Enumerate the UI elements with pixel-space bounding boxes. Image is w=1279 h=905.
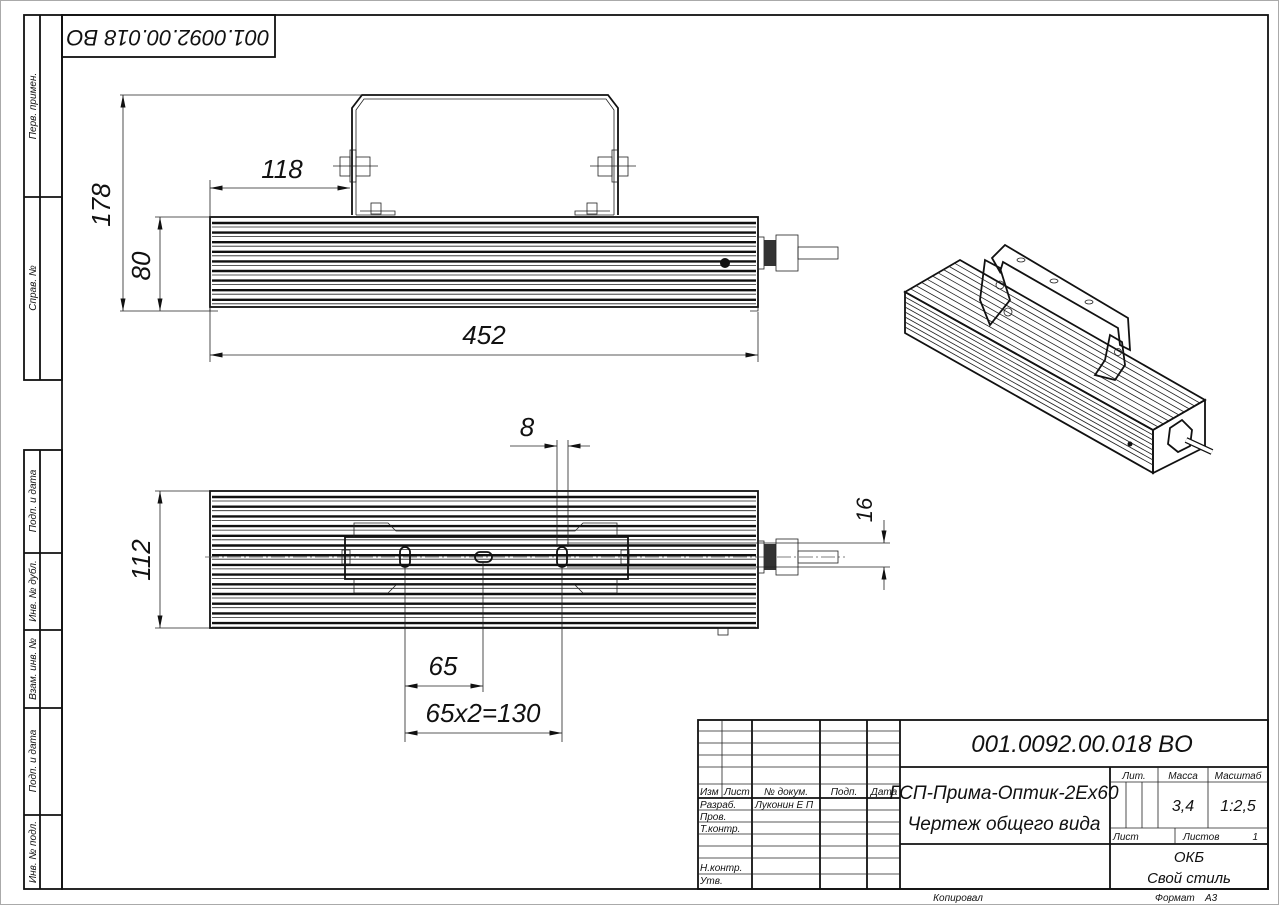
drawing-type: Чертеж общего вида: [907, 814, 1100, 835]
ground-screw: [720, 258, 730, 268]
dim-118: 118: [261, 154, 303, 184]
rotated-code-text: 001.0092.00.018 BO: [66, 25, 269, 50]
hdr-sign: Подп.: [831, 787, 858, 798]
role-developer: Разраб.: [700, 799, 736, 811]
lit-label: Лит.: [1121, 771, 1145, 782]
doc-code: 001.0092.00.018 BO: [971, 731, 1193, 758]
bolt-left: [333, 149, 378, 183]
iso-fin-line: [904, 301, 1154, 441]
side-label-perv-primen: Перв. примен.: [28, 73, 39, 139]
side-label-inv-podl: Инв. № подл.: [28, 821, 39, 883]
side-label-inv-dubl: Инв. № дубл.: [27, 560, 39, 622]
iso-fin-line: [904, 306, 1154, 446]
side-label-podp-data-2: Подп. и дата: [28, 729, 39, 792]
dim-8: 8: [520, 412, 535, 442]
org-line1: ОКБ: [1174, 849, 1205, 866]
scale-value: 1:2,5: [1220, 798, 1256, 815]
cable-gland-front: [757, 234, 839, 272]
iso-fin-line: [932, 275, 1180, 416]
iso-fin-line: [904, 321, 1154, 461]
rotated-code-stamp: 001.0092.00.018 BO: [61, 14, 276, 58]
mass-label: Масса: [1168, 771, 1198, 782]
bolt-right: [590, 149, 636, 183]
iso-fin-line: [915, 285, 1164, 425]
role-norm-control: Н.контр.: [700, 863, 742, 874]
dim-80: 80: [126, 251, 156, 280]
side-column-top: Перв. примен. Справ. №: [23, 14, 63, 381]
iso-fin-line: [921, 282, 1169, 422]
iso-fin-line: [937, 272, 1185, 413]
iso-bracket: [979, 243, 1131, 382]
iso-fin-line: [954, 262, 1200, 404]
copied-label: Копировал: [933, 893, 983, 904]
iso-gland: [1167, 418, 1214, 455]
bracket-plate: [341, 522, 630, 594]
hdr-list: Лист: [723, 787, 750, 798]
isometric-view: [903, 243, 1214, 475]
slot-2: [474, 551, 493, 563]
iso-fin-line: [904, 296, 1154, 436]
iso-fin-line: [904, 316, 1154, 456]
iso-fin-line: [910, 288, 1159, 428]
hdr-doc-no: № докум.: [764, 787, 808, 798]
dim-16: 16: [852, 497, 877, 522]
side-column-bottom: Подп. и дата Инв. № дубл. Взам. инв. № П…: [23, 449, 63, 890]
developer-name: Луконин Е П: [754, 800, 814, 811]
iso-fin-line: [948, 266, 1195, 407]
mounting-bracket: [351, 94, 619, 215]
bottom-view: 112 8 16 65 65x2=130: [126, 412, 890, 742]
cable-gland-bottom: [757, 538, 839, 576]
hdr-izm: Изм: [700, 787, 719, 798]
title-block: 001.0092.00.018 BO ГСП-Прима-Оптик-2Ex60…: [697, 719, 1269, 890]
org-line2: Свой стиль: [1147, 870, 1231, 887]
sheets-value: 1: [1252, 832, 1258, 843]
sheet-label: Лист: [1112, 832, 1139, 843]
sheets-label: Листов: [1182, 832, 1219, 843]
dim-65x2-130: 65x2=130: [426, 698, 541, 728]
role-approved: Утв.: [699, 876, 723, 887]
iso-fin-line: [904, 311, 1154, 451]
dim-65: 65: [429, 651, 458, 681]
product-title: ГСП-Прима-Оптик-2Ex60: [889, 783, 1119, 804]
iso-fin-line: [926, 278, 1174, 419]
front-view: 178 80 118 452: [86, 94, 839, 362]
role-checked: Пров.: [700, 812, 726, 823]
format-label: Формат: [1155, 893, 1195, 904]
iso-fin-line: [943, 269, 1190, 410]
dim-112: 112: [126, 539, 156, 581]
iso-fin-line: [904, 326, 1154, 466]
dim-178: 178: [86, 183, 116, 227]
mass-value: 3,4: [1172, 798, 1194, 815]
side-label-sprav-no: Справ. №: [28, 265, 39, 311]
hdr-date: Дата: [870, 787, 898, 798]
role-tech-control: Т.контр.: [700, 824, 740, 835]
side-label-podp-data-1: Подп. и дата: [28, 469, 39, 532]
side-label-vzam-inv: Взам. инв. №: [28, 638, 39, 700]
dim-452: 452: [462, 320, 506, 350]
scale-label: Масштаб: [1215, 770, 1262, 782]
format-value: А3: [1204, 893, 1218, 904]
